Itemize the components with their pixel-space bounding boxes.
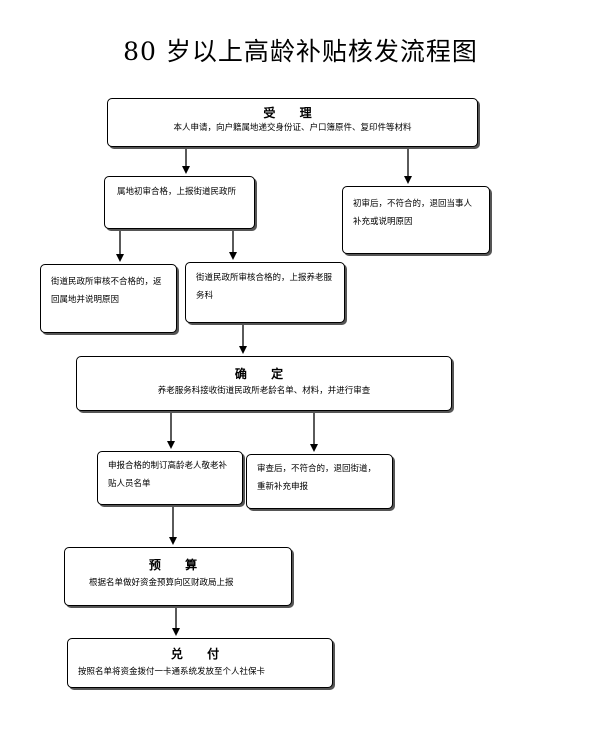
node-shouli: 受 理 本人申请，向户籍属地递交身份证、户口簿原件、复印件等材料 bbox=[107, 98, 478, 147]
node-jiedao-fail-text: 街道民政所审核不合格的，返回属地并说明原因 bbox=[51, 277, 162, 305]
page-title: 80 岁以上高龄补贴核发流程图 bbox=[123, 37, 478, 66]
node-shouli-text: 本人申请，向户籍属地递交身份证、户口簿原件、复印件等材料 bbox=[173, 123, 412, 133]
node-shenbao-pass-text: 申报合格的制订高龄老人敬老补贴人员名单 bbox=[108, 461, 228, 489]
node-shencha-fail-text: 审查后，不符合的，退回街道，重新补充申报 bbox=[257, 464, 377, 492]
node-duifu-heading: 兑 付 bbox=[170, 647, 230, 661]
node-chushen-fail-text: 初审后，不符合的，退回当事人补充或说明原因 bbox=[353, 199, 473, 227]
node-jiedao-pass-text: 街道民政所审核合格的，上报养老服务科 bbox=[196, 273, 333, 301]
node-yusuan: 预 算 根据名单做好资金预算向区财政局上报 bbox=[64, 547, 292, 606]
node-duifu-text: 按照名单将资金拨付一卡通系统发放至个人社保卡 bbox=[78, 667, 266, 677]
node-yusuan-heading: 预 算 bbox=[148, 558, 208, 572]
node-queding-text: 养老服务科接收街道民政所老龄名单、材料，并进行审查 bbox=[157, 386, 371, 396]
node-chushen-fail: 初审后，不符合的，退回当事人补充或说明原因 bbox=[342, 186, 490, 254]
node-jiedao-pass: 街道民政所审核合格的，上报养老服务科 bbox=[185, 262, 345, 323]
node-queding-heading: 确 定 bbox=[234, 367, 294, 381]
node-duifu: 兑 付 按照名单将资金拨付一卡通系统发放至个人社保卡 bbox=[67, 638, 333, 688]
node-shouli-heading: 受 理 bbox=[263, 106, 322, 120]
node-shencha-fail: 审查后，不符合的，退回街道，重新补充申报 bbox=[246, 454, 393, 509]
node-chushen-pass-text: 属地初审合格，上报街道民政所 bbox=[117, 187, 237, 197]
node-yusuan-text: 根据名单做好资金预算向区财政局上报 bbox=[89, 578, 234, 588]
node-shenbao-pass: 申报合格的制订高龄老人敬老补贴人员名单 bbox=[97, 451, 243, 505]
node-chushen-pass: 属地初审合格，上报街道民政所 bbox=[104, 176, 255, 229]
node-jiedao-fail: 街道民政所审核不合格的，返回属地并说明原因 bbox=[40, 264, 177, 333]
node-queding: 确 定 养老服务科接收街道民政所老龄名单、材料，并进行审查 bbox=[76, 356, 452, 411]
